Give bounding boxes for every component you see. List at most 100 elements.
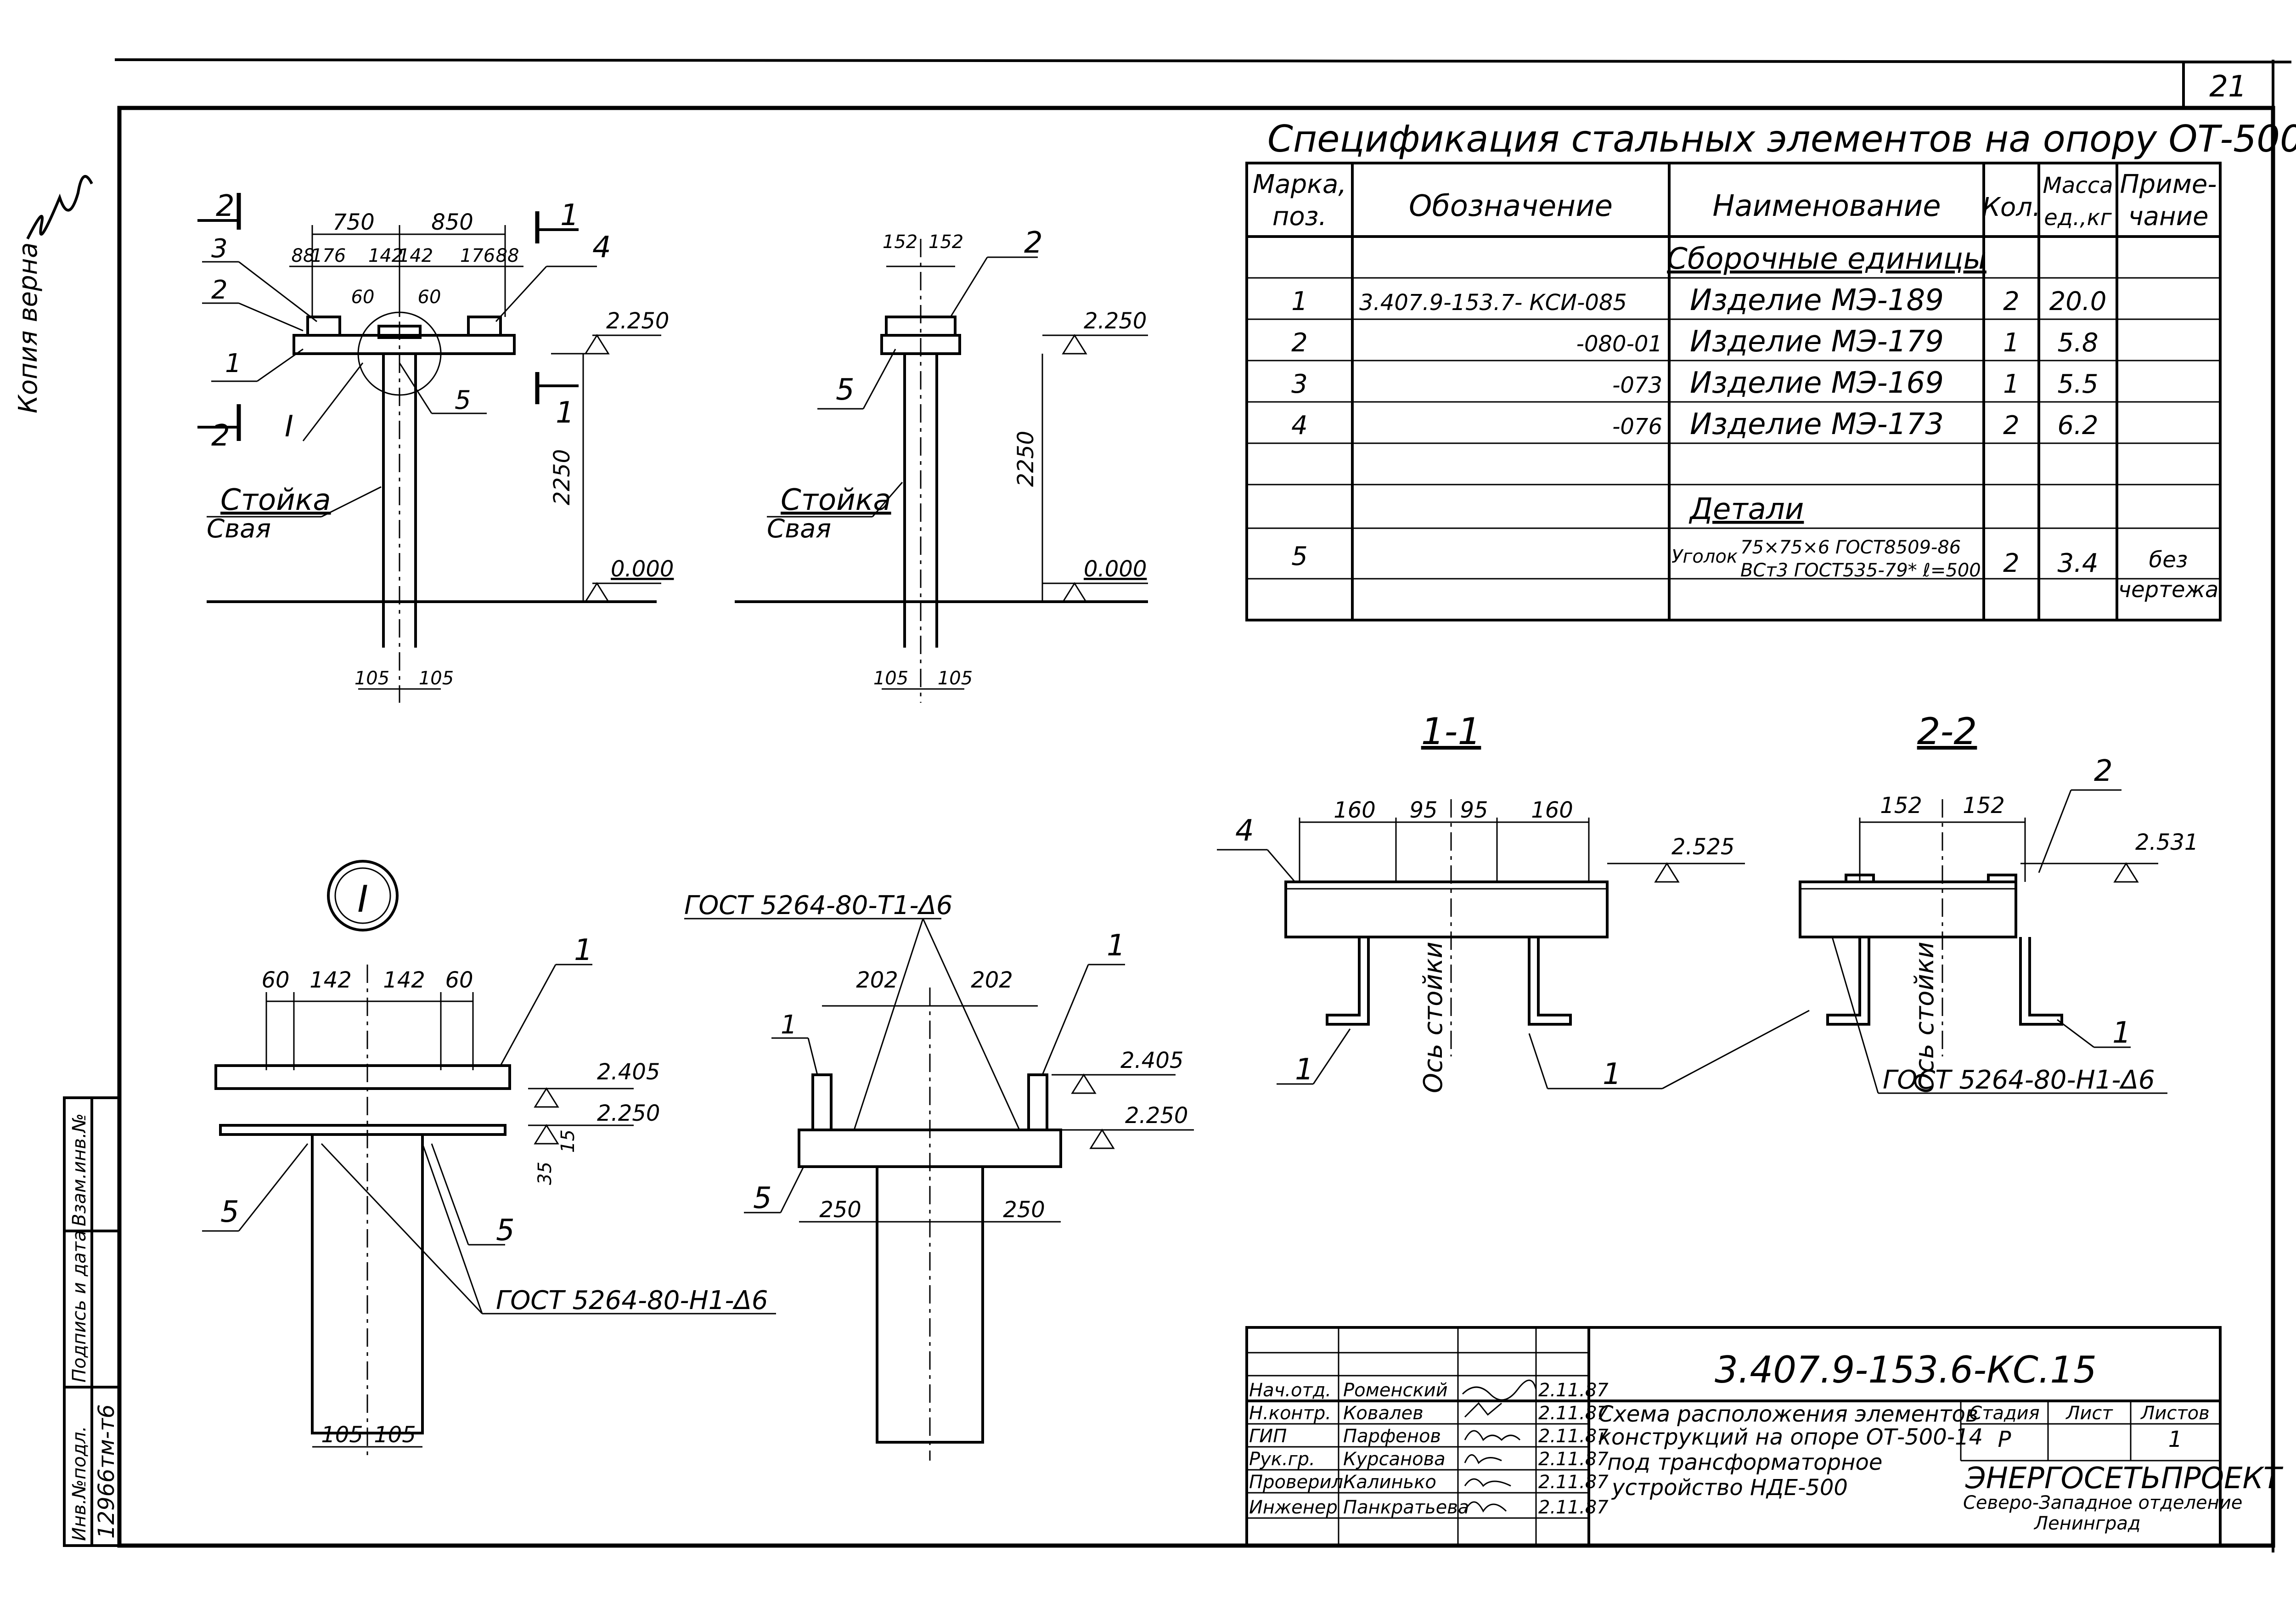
svg-text:95: 95 [1409,797,1437,823]
sheet-number: 21 [2209,70,2246,104]
svg-text:Ось стойки: Ось стойки [1418,942,1448,1093]
svg-text:105: 105 [374,1422,416,1448]
svg-text:142: 142 [383,967,425,993]
header-mark: Марка,поз. [1253,169,1346,231]
svg-text:ГОСТ 5264-80-Т1-Δ6: ГОСТ 5264-80-Т1-Δ6 [684,891,953,920]
sheet-frame [117,106,2275,1548]
svg-text:Проверил: Проверил [1249,1472,1343,1493]
svg-text:1-1: 1-1 [1421,710,1481,753]
svg-text:60: 60 [261,967,289,993]
svg-text:3.4: 3.4 [2057,548,2098,578]
spec-row-3: 3 -073 Изделие МЭ-169 1 5.5 [1291,366,2098,400]
copy-verified-note: Копия верна [13,243,43,413]
svg-text:176: 176 [460,245,495,266]
signature-row-3: ГИП Парфенов 2.11.87 [1249,1426,1609,1447]
svg-text:2.525: 2.525 [1671,834,1734,860]
svg-text:Парфенов: Парфенов [1343,1426,1441,1447]
svg-text:Свая: Свая [207,514,271,544]
header-note: Приме-чание [2120,169,2217,231]
svg-text:Свая: Свая [767,514,831,544]
svg-text:2250: 2250 [549,449,575,505]
svg-text:2.250: 2.250 [597,1101,660,1126]
section-2-2: 2-2 152 152 2.531 2 1 ГОСТ 5264-80-Н1-Δ6… [1799,710,2198,1095]
svg-text:1: 1 [2112,1016,2131,1050]
svg-text:Нач.отд.: Нач.отд. [1249,1380,1331,1401]
section-parts: Детали [1688,492,1804,526]
svg-text:2: 2 [2003,287,2020,316]
svg-text:2: 2 [211,275,228,305]
svg-text:250: 250 [819,1197,861,1223]
svg-text:2.250: 2.250 [1084,308,1147,334]
svg-text:176: 176 [311,245,346,266]
svg-text:2: 2 [211,419,230,453]
svg-text:2.11.87: 2.11.87 [1538,1380,1609,1401]
svg-text:I: I [357,878,368,920]
svg-text:750: 750 [332,209,375,235]
svg-text:1: 1 [1295,1053,1314,1087]
svg-text:105: 105 [873,668,908,689]
svg-text:202: 202 [856,967,898,993]
header-name: Наименование [1712,189,1941,223]
svg-text:5: 5 [753,1181,772,1215]
svg-text:Стойка: Стойка [220,483,331,517]
sheets-value: 1 [2168,1427,2183,1452]
section-assembly-units: Сборочные единицы [1667,242,1986,276]
inv-label-original: Инв.№подл. [69,1426,90,1541]
detail-I-view: I 60 142 142 60 35 15 2.405 2.250 1 5 5 … [202,860,776,1461]
detail-I-circle [327,860,399,931]
svg-text:1: 1 [2003,369,2020,399]
svg-text:1: 1 [1291,287,1308,316]
desc-line-3: под трансформаторное [1607,1450,1882,1475]
svg-text:160: 160 [1334,797,1376,823]
svg-text:без: без [2149,547,2188,573]
svg-text:20.0: 20.0 [2049,287,2107,316]
detail-side-view: ГОСТ 5264-80-Т1-Δ6 202 202 250 250 2.405… [684,891,1194,1461]
svg-text:Калинько: Калинько [1343,1472,1436,1493]
svg-text:Панкратьева: Панкратьева [1343,1497,1469,1518]
svg-text:Изделие МЭ-173: Изделие МЭ-173 [1690,407,1944,441]
svg-text:5.8: 5.8 [2057,328,2098,358]
verifier-signature [26,175,93,240]
svg-text:105: 105 [355,668,389,689]
svg-text:2.11.87: 2.11.87 [1538,1449,1609,1470]
title-block: 3.407.9-153.6-КС.15 Схема расположения э… [1245,1326,2284,1547]
svg-text:152: 152 [1963,793,2005,818]
svg-text:Изделие МЭ-169: Изделие МЭ-169 [1690,366,1944,400]
svg-text:1: 1 [1603,1057,1621,1091]
header-designation: Обозначение [1409,189,1613,223]
spec-row-2: 2 -080-01 Изделие МЭ-179 1 5.8 [1291,325,2098,359]
svg-text:60: 60 [351,287,375,308]
section-1-1: 1-1 160 95 95 160 2.525 4 1 1 Ось стойки [1217,710,1810,1093]
spec-row-4: 4 -076 Изделие МЭ-173 2 6.2 [1291,407,2098,441]
stage-label: Стадия [1969,1403,2039,1424]
svg-text:1: 1 [781,1010,797,1040]
svg-text:202: 202 [971,967,1013,993]
svg-text:1: 1 [1107,929,1125,963]
svg-text:2250: 2250 [1013,431,1039,487]
svg-text:2.250: 2.250 [1125,1103,1188,1129]
svg-text:60: 60 [445,967,473,993]
svg-text:1: 1 [560,198,579,232]
org-city: Ленинград [2033,1513,2141,1534]
svg-text:Изделие МЭ-179: Изделие МЭ-179 [1690,325,1944,359]
svg-text:2.250: 2.250 [606,308,669,334]
svg-text:142: 142 [310,967,352,993]
svg-text:88: 88 [292,245,315,266]
svg-text:2: 2 [2003,548,2020,578]
svg-text:2: 2 [2003,411,2020,440]
svg-text:105: 105 [938,668,973,689]
svg-text:3: 3 [1291,369,1308,399]
svg-text:152: 152 [929,231,963,253]
signature-row-4: Рук.гр. Курсанова 2.11.87 [1249,1449,1609,1470]
svg-text:Ось стойки: Ось стойки [1910,942,1940,1093]
svg-text:250: 250 [1003,1197,1045,1223]
svg-text:Уголок: Уголок [1671,546,1738,567]
svg-text:2: 2 [1024,226,1043,260]
svg-text:Роменский: Роменский [1343,1380,1448,1401]
svg-text:4: 4 [1291,411,1308,440]
svg-text:2.11.87: 2.11.87 [1538,1403,1609,1424]
svg-text:5: 5 [1291,542,1308,571]
desc-line-1: Схема расположения элементов [1598,1401,1978,1427]
